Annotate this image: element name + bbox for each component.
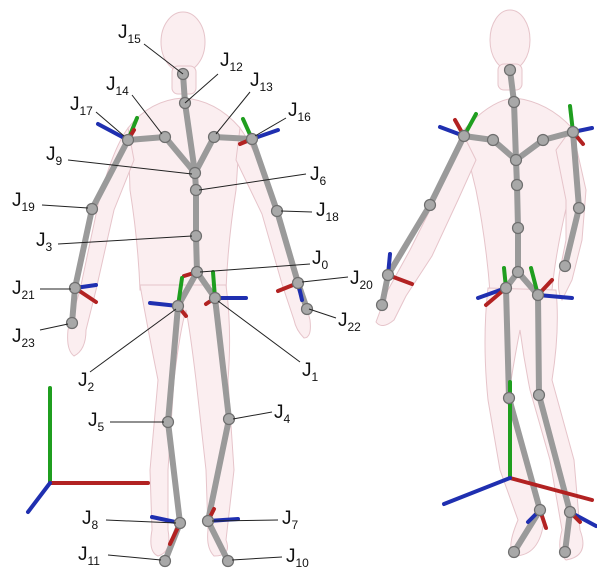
world-axes (28, 388, 148, 512)
label-j23: J23 (12, 326, 35, 350)
label-j6: J6 (310, 164, 327, 188)
label-j14: J14 (106, 74, 129, 98)
label-j10: J10 (286, 546, 309, 570)
label-j7: J7 (282, 508, 299, 532)
label-j21: J21 (12, 278, 35, 302)
label-j18: J18 (316, 200, 339, 224)
label-j1: J1 (302, 360, 319, 384)
label-j20: J20 (350, 268, 373, 292)
label-j5: J5 (88, 410, 105, 434)
label-j11: J11 (78, 544, 100, 568)
label-j19: J19 (12, 190, 35, 214)
side-body-silhouette (376, 10, 586, 560)
label-j17: J17 (70, 94, 93, 118)
label-j0: J0 (312, 248, 329, 272)
label-j4: J4 (274, 402, 291, 426)
label-j2: J2 (78, 370, 95, 394)
label-j8: J8 (82, 508, 99, 532)
label-j16: J16 (288, 100, 311, 124)
label-j13: J13 (250, 70, 273, 94)
label-j22: J22 (338, 310, 361, 334)
label-j9: J9 (46, 144, 63, 168)
label-j15: J15 (118, 22, 141, 46)
label-j3: J3 (36, 230, 53, 254)
label-j12: J12 (220, 50, 243, 74)
